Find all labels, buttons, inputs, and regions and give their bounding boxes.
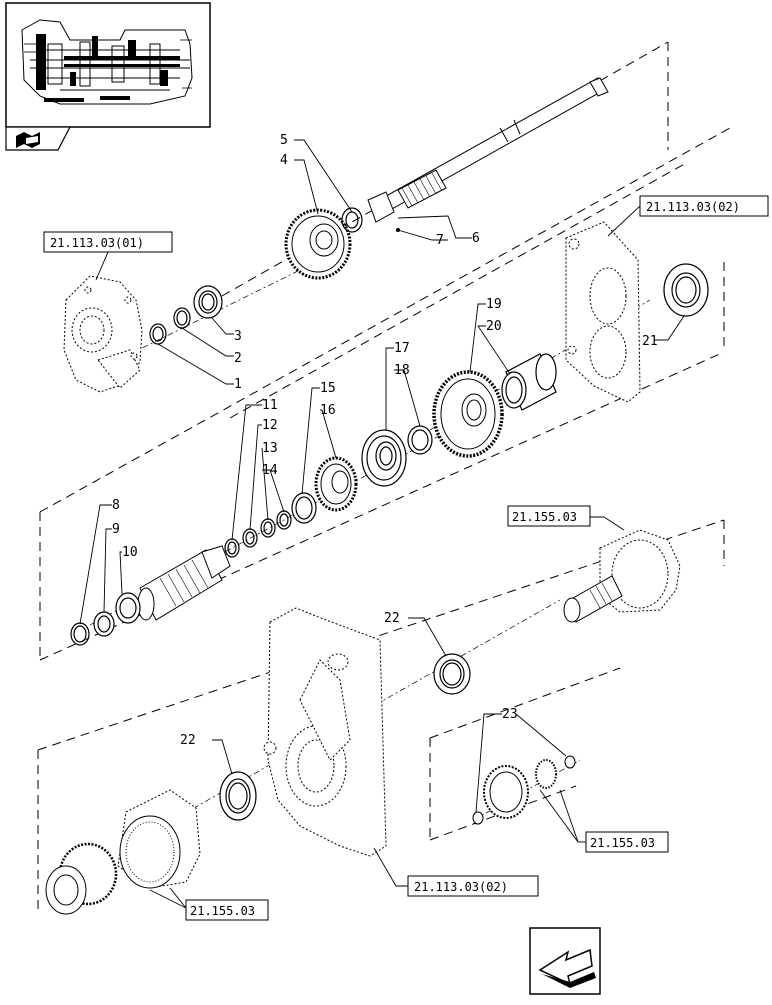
callout-7: 7 (436, 233, 444, 248)
bearing-10 (115, 592, 141, 624)
ring-2 (173, 307, 191, 329)
ring-1 (149, 323, 167, 345)
callout-17: 17 (394, 341, 410, 356)
reference-boxes: 21.113.03(01) 21.113.03(02) 21.155.03 21… (43, 195, 769, 921)
callout-4: 4 (280, 153, 288, 168)
ref-21-155-03-bottom-label: 21.155.03 (190, 904, 255, 918)
main-shaft (367, 77, 609, 223)
clutch-drum (117, 789, 201, 889)
ref-21-155-03-right[interactable]: 21.155.03 (585, 831, 669, 853)
ring-11 (224, 538, 240, 558)
callout-3: 3 (234, 329, 242, 344)
callout-9: 9 (112, 522, 120, 537)
rear-cover-plate (565, 221, 641, 403)
sleeve-20 (501, 353, 557, 411)
callout-10: 10 (122, 545, 138, 560)
ref-21-113-03-02-bottom[interactable]: 21.113.03(02) (407, 875, 539, 897)
callout-18: 18 (394, 363, 410, 378)
callout-5: 5 (280, 133, 288, 148)
ref-21-113-03-01[interactable]: 21.113.03(01) (43, 231, 173, 253)
gear-16 (314, 456, 358, 512)
ref-21-113-03-02-top[interactable]: 21.113.03(02) (639, 195, 769, 217)
callout-15: 15 (320, 381, 336, 396)
bearing-18 (407, 425, 433, 455)
callout-19: 19 (486, 297, 502, 312)
callout-21: 21 (642, 334, 658, 349)
callout-numbers: 5 4 6 7 3 2 1 19 20 21 17 18 15 16 11 12… (112, 133, 658, 748)
book-icon[interactable] (5, 126, 71, 151)
callout-11: 11 (262, 398, 278, 413)
callout-1: 1 (234, 377, 242, 392)
callout-6: 6 (472, 231, 480, 246)
ring-8 (70, 622, 90, 646)
synchro-17 (361, 429, 407, 487)
callout-22-upper: 22 (384, 611, 400, 626)
transmission-housing (263, 607, 387, 857)
ref-21-155-03-mid-label: 21.155.03 (512, 510, 577, 524)
callout-12: 12 (262, 418, 278, 433)
bearing-9 (93, 611, 115, 637)
bearing-3 (193, 285, 223, 319)
callout-8: 8 (112, 498, 120, 513)
callout-22-lower: 22 (180, 733, 196, 748)
leader-lines (79, 139, 685, 909)
ring-13 (260, 518, 276, 538)
callout-13: 13 (262, 441, 278, 456)
callout-23: 23 (502, 707, 518, 722)
clutch-hub (45, 842, 118, 915)
previous-page-arrow-icon[interactable] (529, 927, 601, 995)
callout-16: 16 (320, 403, 336, 418)
callout-2: 2 (234, 351, 242, 366)
callout-14: 14 (262, 463, 278, 478)
gear-4 (284, 208, 352, 280)
callout-20: 20 (486, 319, 502, 334)
bearing-21 (663, 263, 709, 317)
ref-21-113-03-01-label: 21.113.03(01) (50, 236, 144, 250)
middle-shaft (137, 545, 231, 621)
ref-21-155-03-bottom[interactable]: 21.155.03 (185, 899, 269, 921)
ref-21-113-03-02-top-label: 21.113.03(02) (646, 200, 740, 214)
transmission-thumbnail[interactable] (5, 2, 211, 128)
gear-19 (432, 370, 504, 458)
ref-21-113-03-02-bottom-label: 21.113.03(02) (414, 880, 508, 894)
bearing-15 (291, 492, 317, 524)
seal-22-upper (433, 653, 471, 695)
front-housing (63, 275, 143, 393)
clutch-pack-23 (472, 755, 576, 825)
ref-21-155-03-mid[interactable]: 21.155.03 (507, 505, 591, 527)
seal-22-lower (219, 771, 257, 821)
hub-shaft (563, 575, 623, 623)
ref-21-155-03-right-label: 21.155.03 (590, 836, 655, 850)
